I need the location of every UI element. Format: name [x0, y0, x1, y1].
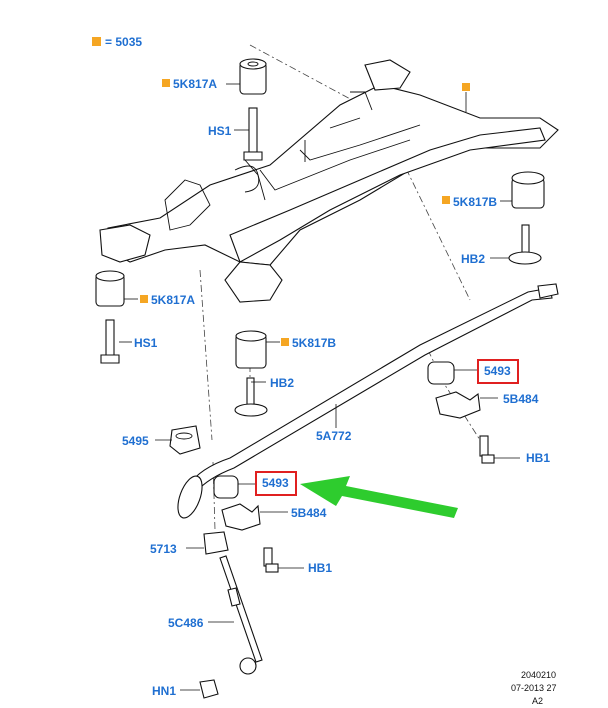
label-hs1-left: HS1	[134, 336, 158, 350]
bushing-5k817a-upper	[226, 58, 267, 95]
label-5b484-right: 5B484	[503, 392, 539, 406]
label-5b484-left: 5B484	[291, 506, 327, 520]
bolt-hb1-left	[263, 547, 304, 573]
label-hb1-left: HB1	[308, 561, 332, 575]
bolt-hs1-upper	[234, 107, 263, 161]
nut-hn1	[180, 679, 219, 699]
green-arrow-icon	[300, 476, 458, 518]
bushing-5k817b-lower	[235, 330, 280, 369]
marker-5035	[442, 196, 450, 204]
marker-5035	[162, 79, 170, 87]
label-5493-right: 5493	[484, 364, 511, 378]
label-5c486: 5C486	[168, 616, 204, 630]
stabilizer-bar-5a772	[177, 283, 559, 519]
label-hs1-upper: HS1	[208, 124, 232, 138]
label-hb1-right: HB1	[526, 451, 550, 465]
drawing-reference: 2040210 07-2013 27 A2	[511, 670, 557, 706]
marker-5035	[281, 338, 289, 346]
marker-5035-group	[140, 79, 470, 346]
footer-line-2: 07-2013 27	[511, 683, 557, 693]
highlight-5493-right	[477, 359, 519, 384]
label-hb2-right: HB2	[461, 252, 485, 266]
marker-5035	[462, 83, 470, 91]
label-5k817a-upper: 5K817A	[173, 77, 217, 91]
bushing-5495	[155, 425, 201, 455]
bushing-5713	[186, 531, 229, 555]
highlight-boxes	[255, 359, 519, 496]
label-5k817b-lower: 5K817B	[292, 336, 336, 350]
bracket-5b484-right	[435, 391, 498, 419]
bushing-5493-left	[213, 475, 256, 499]
bracket-5b484-left	[221, 503, 288, 531]
label-5k817b-right: 5K817B	[453, 195, 497, 209]
label-5495: 5495	[122, 434, 149, 448]
bushing-5k817a-left	[95, 270, 138, 307]
footer-line-3: A2	[532, 696, 543, 706]
footer-line-1: 2040210	[521, 670, 556, 680]
label-5a772: 5A772	[316, 429, 352, 443]
bolt-hs1-left	[100, 319, 132, 364]
bolt-hb1-right	[479, 435, 520, 464]
marker-5035	[140, 295, 148, 303]
part-labels: 5K817A HS1 5K817B HB2 5K817A HS1 5K817B …	[122, 77, 550, 698]
bushing-5k817b-right	[500, 171, 545, 209]
label-hn1: HN1	[152, 684, 176, 698]
label-5713: 5713	[150, 542, 177, 556]
label-5k817a-left: 5K817A	[151, 293, 195, 307]
highlight-5493-left	[255, 471, 297, 496]
bushing-5493-right	[427, 361, 478, 385]
rear-subframe	[99, 59, 559, 303]
legend: = 5035	[92, 35, 142, 49]
label-5493-left: 5493	[262, 476, 289, 490]
pointer-arrow	[300, 476, 458, 518]
label-hb2-lower: HB2	[270, 376, 294, 390]
bolt-hb2-right	[490, 224, 542, 265]
link-5c486	[208, 555, 263, 675]
legend-text: = 5035	[105, 35, 142, 49]
legend-marker	[92, 37, 101, 46]
bolt-hb2-lower	[234, 377, 268, 417]
